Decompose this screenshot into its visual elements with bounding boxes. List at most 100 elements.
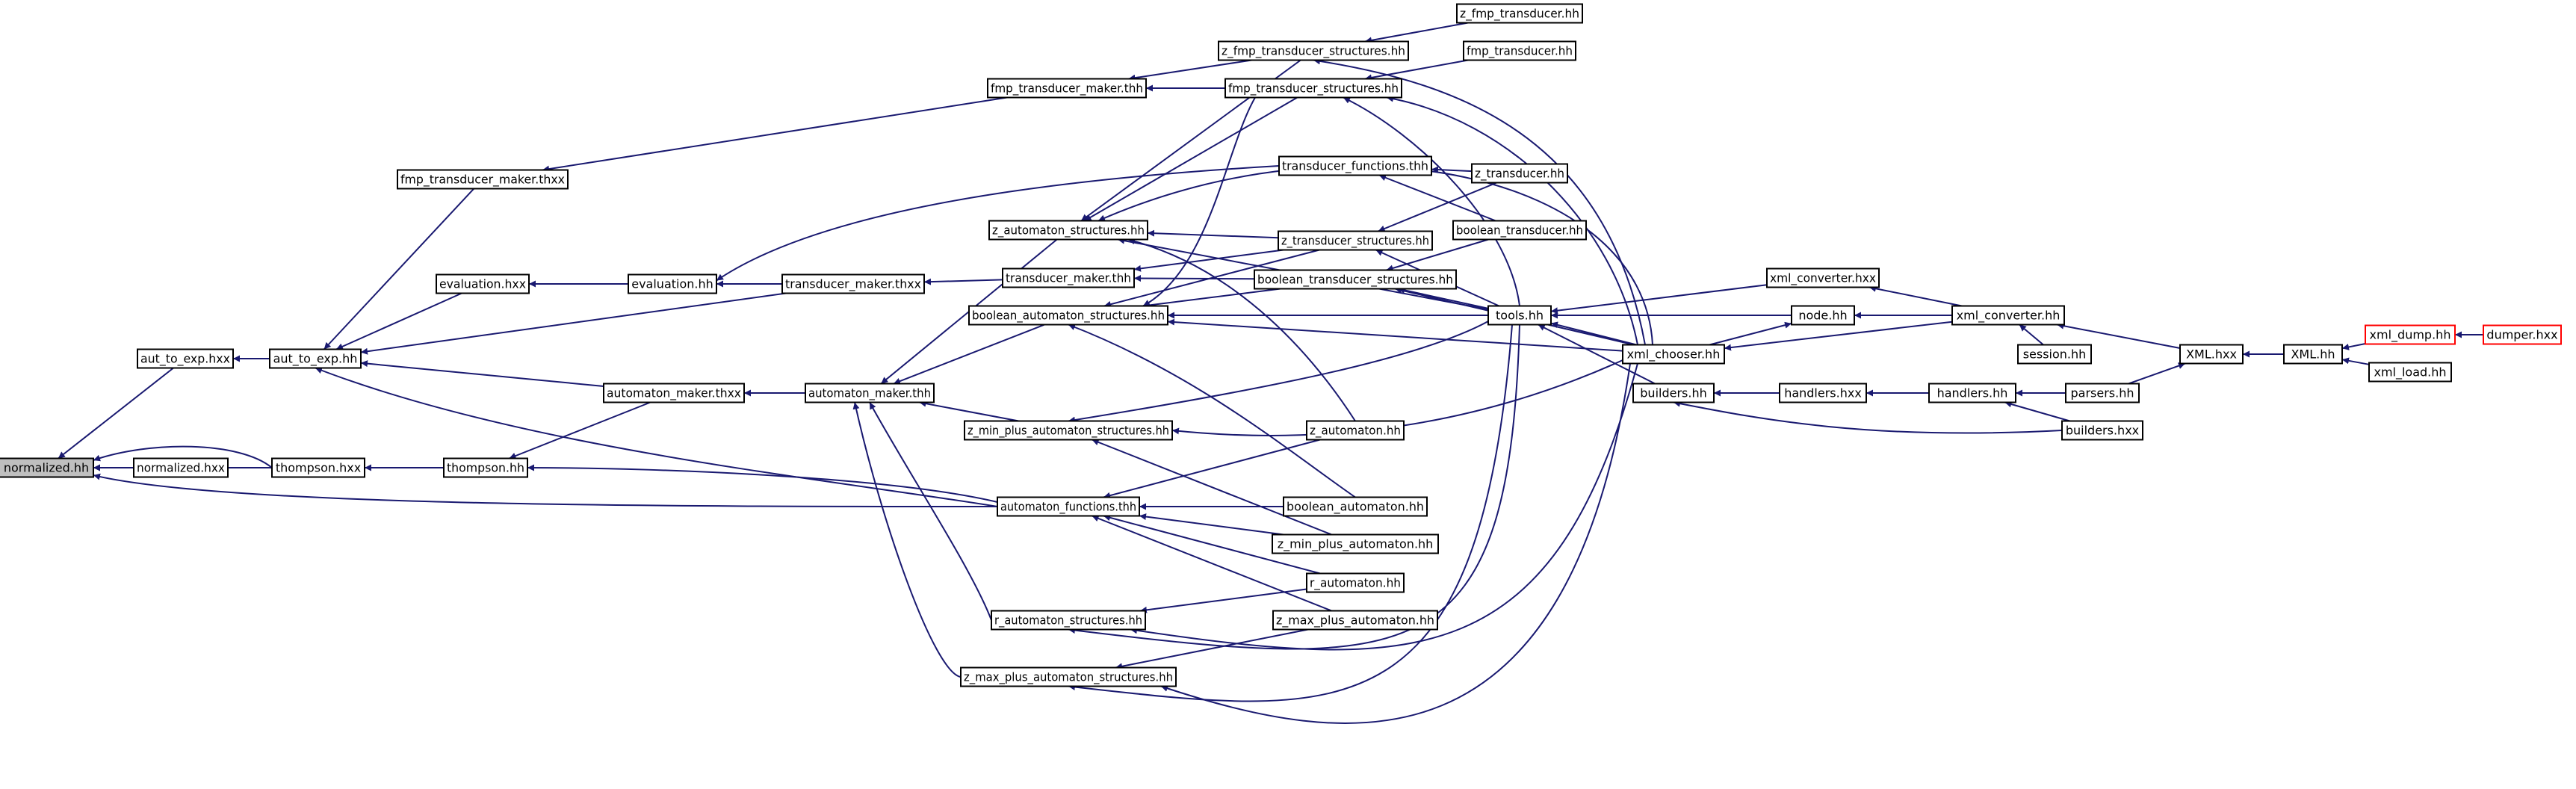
node-label: aut_to_exp.hh xyxy=(273,352,358,367)
edge-z_transducer_structures_hh-to-transducer_maker_thh xyxy=(1133,249,1284,272)
node-tools-hh[interactable]: tools.hh xyxy=(1487,305,1552,326)
node-label: r_automaton_structures.hh xyxy=(994,613,1142,628)
node-box xyxy=(443,457,528,478)
node-parsers-hh[interactable]: parsers.hh xyxy=(2065,383,2140,403)
node-handlers-hh[interactable]: handlers.hh xyxy=(1928,383,2016,403)
node-thompson-hxx[interactable]: thompson.hxx xyxy=(271,457,365,478)
node-z-fmp-transducer-hh[interactable]: z_fmp_transducer.hh xyxy=(1456,3,1583,24)
node-boolean-transducer-structures-hh[interactable]: boolean_transducer_structures.hh xyxy=(1254,269,1457,290)
node-handlers-hxx[interactable]: handlers.hxx xyxy=(1779,383,1867,403)
node-fmp-transducer-maker-thh[interactable]: fmp_transducer_maker.thh xyxy=(987,78,1147,99)
node-label: z_fmp_transducer.hh xyxy=(1460,7,1579,22)
node-box xyxy=(603,383,745,403)
node-label: thompson.hxx xyxy=(276,461,361,475)
edge-xml_chooser_hh-to-r_automaton_structures_hh xyxy=(1130,363,1638,651)
node-r-automaton-hh[interactable]: r_automaton.hh xyxy=(1306,572,1405,593)
node-label: xml_converter.hxx xyxy=(1770,271,1876,286)
edge-xml_chooser_hh-to-tools_hh xyxy=(1550,321,1637,346)
node-label: fmp_transducer.hh xyxy=(1467,44,1573,59)
node-label: z_min_plus_automaton_structures.hh xyxy=(967,424,1169,439)
node-normalized-hxx[interactable]: normalized.hxx xyxy=(133,457,229,478)
edge-evaluation_hxx-to-aut_to_exp_hh xyxy=(335,292,462,350)
node-box xyxy=(1306,420,1405,441)
node-box xyxy=(1456,3,1583,24)
node-boolean-automaton-hh[interactable]: boolean_automaton.hh xyxy=(1283,496,1428,517)
node-z-automaton-hh[interactable]: z_automaton.hh xyxy=(1306,420,1405,441)
edge-automaton_maker_thxx-to-aut_to_exp_hh xyxy=(360,360,604,387)
node-label: xml_converter.hh xyxy=(1957,309,2061,324)
node-r-automaton-structures-hh[interactable]: r_automaton_structures.hh xyxy=(991,610,1146,631)
node-box xyxy=(0,457,94,478)
node-thompson-hh[interactable]: thompson.hh xyxy=(443,457,528,478)
node-z-max-plus-automaton-structures-hh[interactable]: z_max_plus_automaton_structures.hh xyxy=(960,666,1177,687)
node-dumper-hxx[interactable]: dumper.hxx xyxy=(2483,324,2562,345)
node-z-min-plus-automaton-hh[interactable]: z_min_plus_automaton.hh xyxy=(1272,533,1439,554)
node-label: boolean_automaton_structures.hh xyxy=(972,309,1165,324)
node-xml-load-hh[interactable]: xml_load.hh xyxy=(2368,362,2452,383)
node-box xyxy=(1928,383,2016,403)
edge-fmp_transducer_maker_thh-to-fmp_transducer_maker_thxx xyxy=(542,96,1008,173)
node-label: transducer_maker.thh xyxy=(1006,271,1131,286)
node-z-automaton-structures-hh[interactable]: z_automaton_structures.hh xyxy=(988,220,1148,241)
node-xml-converter-hh[interactable]: xml_converter.hh xyxy=(1951,305,2065,326)
node-box xyxy=(436,273,530,294)
node-label: z_fmp_transducer_structures.hh xyxy=(1222,44,1405,59)
node-automaton-functions-thh[interactable]: automaton_functions.thh xyxy=(997,496,1140,517)
edge-xml_chooser_hh-to-node_hh xyxy=(1709,321,1792,346)
node-xml-converter-hxx[interactable]: xml_converter.hxx xyxy=(1766,267,1880,288)
edge-boolean_automaton_structures_hh-to-automaton_maker_thh xyxy=(893,324,1045,385)
node-z-fmp-transducer-structures-hh[interactable]: z_fmp_transducer_structures.hh xyxy=(1218,40,1409,61)
node-fmp-transducer-maker-thxx[interactable]: fmp_transducer_maker.thxx xyxy=(397,169,569,190)
edge-tools_hh-to-r_automaton_structures_hh xyxy=(1068,324,1520,650)
node-session-hh[interactable]: session.hh xyxy=(2017,344,2092,365)
node-transducer-functions-thh[interactable]: transducer_functions.thh xyxy=(1278,155,1432,176)
node-box xyxy=(1452,220,1587,241)
edge-automaton_functions_thh-to-aut_to_exp_hh xyxy=(315,367,998,507)
node-XML-hh[interactable]: XML.hh xyxy=(2283,344,2343,365)
node-box xyxy=(988,220,1148,241)
node-builders-hh[interactable]: builders.hh xyxy=(1632,383,1715,403)
edge-transducer_functions_thh-to-evaluation_hh xyxy=(716,165,1280,282)
node-boolean-automaton-structures-hh[interactable]: boolean_automaton_structures.hh xyxy=(968,305,1168,326)
node-xml-dump-hh[interactable]: xml_dump.hh xyxy=(2365,324,2456,345)
node-aut-to-exp-hxx[interactable]: aut_to_exp.hxx xyxy=(137,348,234,369)
node-fmp-transducer-structures-hh[interactable]: fmp_transducer_structures.hh xyxy=(1224,78,1402,99)
node-box xyxy=(1766,267,1880,288)
node-normalized-hh[interactable]: normalized.hh xyxy=(0,457,94,478)
node-label: xml_dump.hh xyxy=(2370,328,2451,343)
node-xml-chooser-hh[interactable]: xml_chooser.hh xyxy=(1622,344,1725,365)
node-evaluation-hxx[interactable]: evaluation.hxx xyxy=(436,273,530,294)
node-z-max-plus-automaton-hh[interactable]: z_max_plus_automaton.hh xyxy=(1272,610,1438,631)
edge-z_automaton_hh-to-automaton_functions_thh xyxy=(1103,439,1321,499)
node-box xyxy=(137,348,234,369)
node-label: automaton_functions.thh xyxy=(1000,500,1136,515)
edge-fmp_transducer_structures_hh-to-z_automaton_structures_hh xyxy=(1084,96,1298,222)
edge-boolean_automaton_hh-to-boolean_automaton_structures_hh xyxy=(1068,324,1356,498)
node-automaton-maker-thxx[interactable]: automaton_maker.thxx xyxy=(603,383,745,403)
node-transducer-maker-thh[interactable]: transducer_maker.thh xyxy=(1002,267,1135,288)
edge-tools_hh-to-z_max_plus_automaton_structures_hh xyxy=(1068,324,1513,702)
node-evaluation-hh[interactable]: evaluation.hh xyxy=(628,273,717,294)
node-box xyxy=(1779,383,1867,403)
node-aut-to-exp-hh[interactable]: aut_to_exp.hh xyxy=(269,348,362,369)
node-z-transducer-structures-hh[interactable]: z_transducer_structures.hh xyxy=(1278,230,1433,251)
node-box xyxy=(960,666,1177,687)
edge-tools_hh-to-z_min_plus_automaton_structures_hh xyxy=(1068,321,1489,424)
node-transducer-maker-thxx[interactable]: transducer_maker.thxx xyxy=(781,273,925,294)
node-boolean-transducer-hh[interactable]: boolean_transducer.hh xyxy=(1452,220,1587,241)
edge-session_hh-to-xml_converter_hh xyxy=(2019,324,2044,346)
node-z-min-plus-automaton-structures-hh[interactable]: z_min_plus_automaton_structures.hh xyxy=(964,420,1173,441)
node-label: transducer_functions.thh xyxy=(1282,159,1428,174)
node-label: builders.hxx xyxy=(2066,424,2139,438)
edge-z_transducer_hh-to-transducer_functions_thh xyxy=(1431,166,1473,173)
node-z-transducer-hh[interactable]: z_transducer.hh xyxy=(1471,163,1568,184)
edge-z_fmp_transducer_structures_hh-to-fmp_transducer_maker_thh xyxy=(1128,59,1252,81)
node-label: XML.hh xyxy=(2291,347,2335,362)
node-XML-hxx[interactable]: XML.hxx xyxy=(2179,344,2244,365)
node-label: z_max_plus_automaton.hh xyxy=(1276,613,1434,628)
edge-z_min_plus_automaton_hh-to-automaton_functions_thh xyxy=(1139,513,1284,536)
node-builders-hxx[interactable]: builders.hxx xyxy=(2061,420,2143,441)
node-automaton-maker-thh[interactable]: automaton_maker.thh xyxy=(805,383,935,403)
node-fmp-transducer-hh[interactable]: fmp_transducer.hh xyxy=(1463,40,1576,61)
node-node-hh[interactable]: node.hh xyxy=(1791,305,1855,326)
